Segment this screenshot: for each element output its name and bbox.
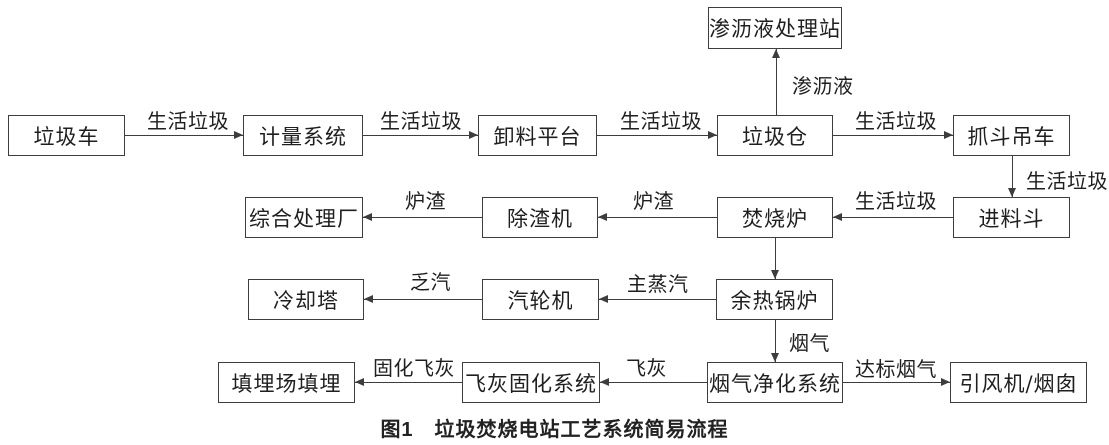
edge-label-weighing-to-platform: 生活垃圾 [380, 109, 462, 133]
arrowhead-right-icon [234, 131, 243, 139]
edge-line-truck-to-weighing [125, 135, 243, 136]
arrowhead-right-icon [469, 131, 478, 139]
arrowhead-down-icon [771, 353, 779, 362]
edge-line-weighing-to-platform [363, 135, 478, 136]
edge-line-boiler-to-fluegas [775, 320, 776, 362]
node-label: 汽轮机 [507, 288, 574, 313]
node-landfill-disposal: 填埋场填埋 [218, 362, 355, 403]
node-flue-gas-purification: 烟气净化系统 [707, 362, 843, 403]
node-weighing-system: 计量系统 [243, 115, 363, 156]
edge-label-truck-to-weighing: 生活垃圾 [147, 109, 229, 133]
node-garbage-bunker: 垃圾仓 [717, 115, 833, 156]
edge-line-bunker-to-leachate [776, 49, 777, 115]
edge-line-flyash-to-landfill [355, 382, 462, 383]
edge-label-slag-to-comprehensive: 炉渣 [405, 189, 446, 213]
edge-label-bunker-to-leachate: 渗沥液 [792, 74, 854, 98]
node-comprehensive-plant: 综合处理厂 [245, 197, 363, 238]
edge-line-bunker-to-crane [833, 135, 953, 136]
arrowhead-left-icon [600, 378, 609, 386]
arrowhead-left-icon [833, 213, 842, 221]
edge-line-platform-to-bunker [597, 135, 717, 136]
node-steam-turbine: 汽轮机 [482, 279, 599, 320]
edge-label-fluegas-to-flyash: 飞灰 [626, 356, 667, 380]
edge-line-turbine-to-cooling [364, 299, 482, 300]
edge-label-bunker-to-crane: 生活垃圾 [855, 109, 937, 133]
node-slag-remover: 除渣机 [482, 197, 598, 238]
node-incinerator: 焚烧炉 [717, 197, 833, 238]
node-label: 计量系统 [259, 124, 347, 149]
edge-label-incinerator-to-slag: 炉渣 [633, 189, 674, 213]
node-unloading-platform: 卸料平台 [478, 115, 597, 156]
edge-line-fluegas-to-flyash [600, 382, 707, 383]
node-cooling-tower: 冷却塔 [248, 279, 364, 320]
edge-label-boiler-to-fluegas: 烟气 [789, 331, 830, 355]
node-label: 垃圾车 [33, 124, 100, 149]
node-waste-heat-boiler: 余热锅炉 [716, 279, 833, 320]
arrowhead-left-icon [355, 378, 364, 386]
node-label: 进料斗 [978, 206, 1045, 231]
edge-label-flyash-to-landfill: 固化飞灰 [373, 356, 455, 380]
node-label: 余热锅炉 [730, 288, 819, 313]
edge-line-crane-to-hopper [1012, 156, 1013, 197]
edge-label-platform-to-bunker: 生活垃圾 [620, 109, 702, 133]
node-label: 除渣机 [507, 206, 573, 231]
node-label: 渗沥液处理站 [709, 17, 841, 41]
arrowhead-left-icon [599, 295, 608, 303]
node-label: 焚烧炉 [742, 206, 808, 231]
arrowhead-up-icon [772, 49, 780, 58]
edge-line-boiler-to-turbine [599, 299, 716, 300]
node-label: 冷却塔 [273, 288, 339, 313]
edge-label-turbine-to-cooling: 乏汽 [410, 270, 451, 294]
edge-line-fluegas-to-fan [843, 382, 950, 383]
node-leachate-treatment-station: 渗沥液处理站 [708, 7, 842, 49]
node-label: 填埋场填埋 [231, 371, 342, 396]
arrowhead-down-icon [1008, 188, 1016, 197]
node-label: 卸料平台 [493, 124, 582, 149]
node-grab-crane: 抓斗吊车 [953, 115, 1070, 156]
edge-line-incinerator-to-slag [598, 217, 717, 218]
edge-label-crane-to-hopper: 生活垃圾 [1026, 169, 1108, 193]
node-label: 烟气净化系统 [709, 371, 841, 396]
arrowhead-left-icon [364, 295, 373, 303]
node-label: 垃圾仓 [742, 124, 808, 149]
arrowhead-right-icon [941, 378, 950, 386]
node-garbage-truck: 垃圾车 [8, 115, 125, 156]
arrowhead-left-icon [363, 213, 372, 221]
edge-label-fluegas-to-fan: 达标烟气 [855, 357, 937, 381]
arrowhead-down-icon [771, 270, 779, 279]
node-label: 引风机/烟囱 [959, 371, 1078, 396]
node-label: 抓斗吊车 [967, 124, 1056, 149]
arrowhead-right-icon [708, 131, 717, 139]
node-induced-fan-chimney: 引风机/烟囱 [950, 362, 1087, 403]
node-fly-ash-solidification: 飞灰固化系统 [462, 362, 600, 403]
edge-line-hopper-to-incinerator [833, 217, 953, 218]
node-feed-hopper: 进料斗 [953, 197, 1070, 238]
edge-label-hopper-to-incinerator: 生活垃圾 [855, 189, 937, 213]
arrowhead-left-icon [598, 213, 607, 221]
arrowhead-right-icon [944, 131, 953, 139]
node-label: 综合处理厂 [249, 206, 359, 231]
edge-line-incinerator-to-boiler [775, 238, 776, 279]
figure-caption: 图1 垃圾焚烧电站工艺系统简易流程 [380, 419, 729, 441]
edge-line-slag-to-comprehensive [363, 217, 482, 218]
node-label: 飞灰固化系统 [465, 371, 597, 396]
edge-label-boiler-to-turbine: 主蒸汽 [627, 272, 689, 296]
